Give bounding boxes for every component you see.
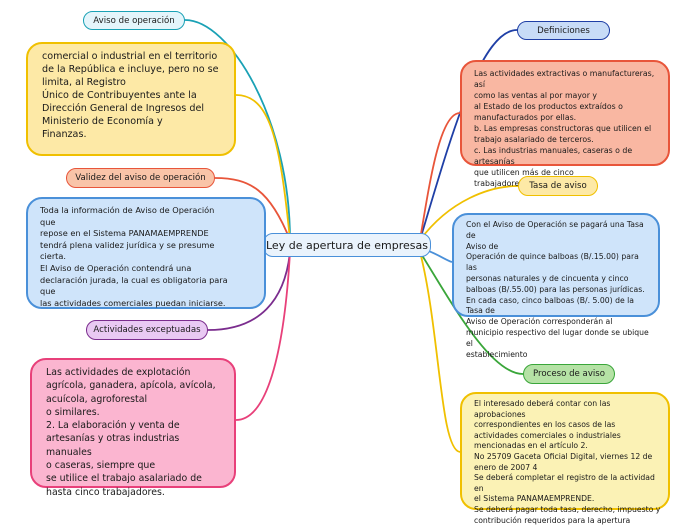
link-aviso-text [235,94,291,241]
link-exceptuadas-text [235,251,291,421]
topic-validez-del-aviso[interactable]: Validez del aviso de operación [66,168,215,188]
note-definiciones[interactable]: Las actividades extractivas o manufactur… [460,60,670,188]
note-proceso-de-aviso[interactable]: El interesado deberá contar con las apro… [460,392,670,525]
link-proceso [419,251,615,375]
link-validez [66,177,291,241]
note-aviso-de-operacion[interactable]: comercial o industrial en el territorio … [26,42,236,156]
topic-actividades-exceptuadas[interactable]: Actividades exceptuadas [86,320,208,340]
note-tasa-de-aviso[interactable]: Con el Aviso de Operación se pagará una … [452,213,660,359]
topic-proceso-de-aviso[interactable]: Proceso de aviso [523,364,615,384]
note-actividades-exceptuadas[interactable]: Las actividades de explotación agrícola,… [30,358,236,498]
central-topic[interactable]: Ley de apertura de empresas [263,233,431,257]
note-validez-del-aviso[interactable]: Toda la información de Aviso de Operació… [26,197,266,309]
link-tasa [419,185,598,241]
topic-definiciones[interactable]: Definiciones [517,21,610,40]
topic-aviso-de-operacion[interactable]: Aviso de operación [83,11,185,30]
link-definiciones-text [419,112,461,241]
link-proceso-text [419,251,461,453]
topic-tasa-de-aviso[interactable]: Tasa de aviso [518,176,598,196]
link-aviso [83,19,291,241]
link-exceptuadas [86,251,291,331]
